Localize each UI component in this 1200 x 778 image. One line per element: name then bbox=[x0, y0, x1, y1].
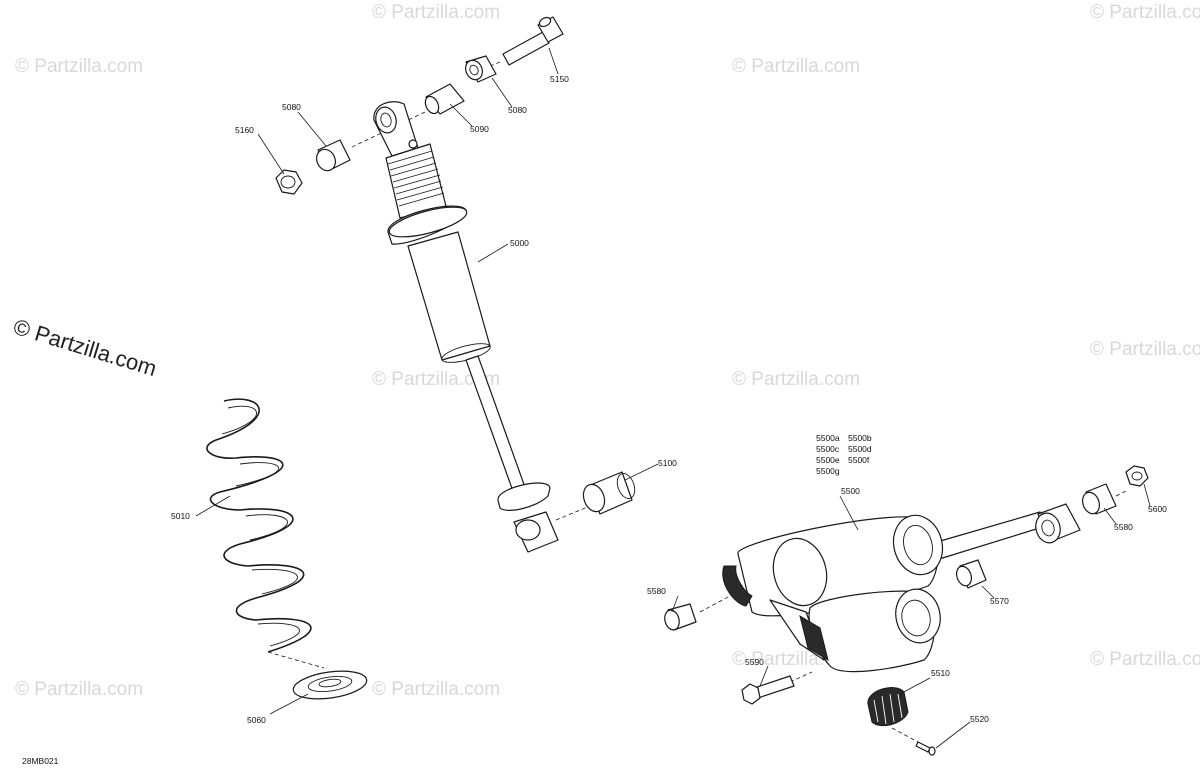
bushing-5570[interactable] bbox=[954, 559, 987, 589]
label-5500g[interactable]: 5500g bbox=[816, 466, 840, 476]
watermark-text: © Partzilla.com bbox=[1090, 339, 1200, 360]
label-5060[interactable]: 5060 bbox=[247, 715, 266, 725]
bushing-5580-left[interactable] bbox=[663, 603, 697, 631]
label-5080-left[interactable]: 5080 bbox=[282, 102, 301, 112]
leader-lines bbox=[195, 47, 1151, 749]
watermark-text: © Partzilla.com bbox=[1090, 649, 1200, 670]
label-5500d[interactable]: 5500d bbox=[848, 444, 872, 454]
label-5090[interactable]: 5090 bbox=[470, 124, 489, 134]
assembly-axis bbox=[267, 651, 325, 669]
label-5510[interactable]: 5510 bbox=[931, 668, 950, 678]
label-5580-right[interactable]: 5580 bbox=[1114, 522, 1133, 532]
label-5500b[interactable]: 5500b bbox=[848, 433, 872, 443]
label-5580-left[interactable]: 5580 bbox=[647, 586, 666, 596]
bushing-5580-right[interactable] bbox=[1080, 483, 1117, 516]
label-5500f[interactable]: 5500f bbox=[848, 455, 870, 465]
watermark-text: © Partzilla.com bbox=[15, 679, 143, 700]
watermark-text: © Partzilla.com bbox=[1090, 2, 1200, 23]
label-5570[interactable]: 5570 bbox=[990, 596, 1009, 606]
screw-5520[interactable] bbox=[915, 741, 936, 756]
nut-5600[interactable] bbox=[1125, 465, 1149, 487]
spacer-5090[interactable] bbox=[423, 83, 465, 116]
knob-grip-lines bbox=[873, 693, 903, 725]
assembly-axis bbox=[789, 671, 813, 683]
label-5600[interactable]: 5600 bbox=[1148, 504, 1167, 514]
partzilla-watermark: © Partzilla.com bbox=[11, 314, 160, 381]
bolt-5590[interactable] bbox=[741, 675, 795, 705]
diagram-code: 28MB021 bbox=[22, 756, 59, 766]
watermark-text: © Partzilla.com bbox=[732, 369, 860, 390]
thread-lines bbox=[387, 150, 445, 207]
label-5150[interactable]: 5150 bbox=[550, 74, 569, 84]
bushing-5080-right[interactable] bbox=[463, 55, 497, 83]
lower-shock-5500[interactable] bbox=[722, 503, 1081, 673]
watermark-text: © Partzilla.com bbox=[15, 56, 143, 77]
label-5500e[interactable]: 5500e bbox=[816, 455, 840, 465]
spring-5010[interactable] bbox=[206, 398, 312, 653]
label-5080-right[interactable]: 5080 bbox=[508, 105, 527, 115]
watermark-text: © Partzilla.com bbox=[372, 2, 500, 23]
watermark-text: © Partzilla.com bbox=[372, 369, 500, 390]
watermark-text: © Partzilla.com bbox=[372, 679, 500, 700]
spring-seat-5060[interactable] bbox=[292, 667, 369, 703]
watermark-layer: © Partzilla.com © Partzilla.com © Partzi… bbox=[15, 2, 1200, 700]
label-5100[interactable]: 5100 bbox=[658, 458, 677, 468]
adjuster-knob-5510[interactable] bbox=[867, 687, 909, 727]
label-5500[interactable]: 5500 bbox=[841, 486, 860, 496]
assembly-axis bbox=[555, 505, 591, 521]
label-5160[interactable]: 5160 bbox=[235, 125, 254, 135]
label-5010[interactable]: 5010 bbox=[171, 511, 190, 521]
label-5000[interactable]: 5000 bbox=[510, 238, 529, 248]
nut-5160[interactable] bbox=[275, 169, 303, 195]
part-labels: 5150 5080 5090 5080 5160 5000 5100 5010 … bbox=[171, 74, 1167, 725]
label-5590[interactable]: 5590 bbox=[745, 657, 764, 667]
label-5500a[interactable]: 5500a bbox=[816, 433, 840, 443]
bolt-5150[interactable] bbox=[502, 16, 564, 66]
shock-absorber-5000[interactable] bbox=[373, 101, 559, 553]
watermark-text: © Partzilla.com bbox=[732, 56, 860, 77]
label-5520[interactable]: 5520 bbox=[970, 714, 989, 724]
label-5500c[interactable]: 5500c bbox=[816, 444, 840, 454]
assembly-axis bbox=[699, 595, 731, 613]
bushing-5100[interactable] bbox=[580, 471, 638, 515]
bushing-5080-left[interactable] bbox=[313, 139, 351, 174]
assembly-axis bbox=[891, 727, 919, 743]
assembly-axis bbox=[1115, 489, 1129, 497]
